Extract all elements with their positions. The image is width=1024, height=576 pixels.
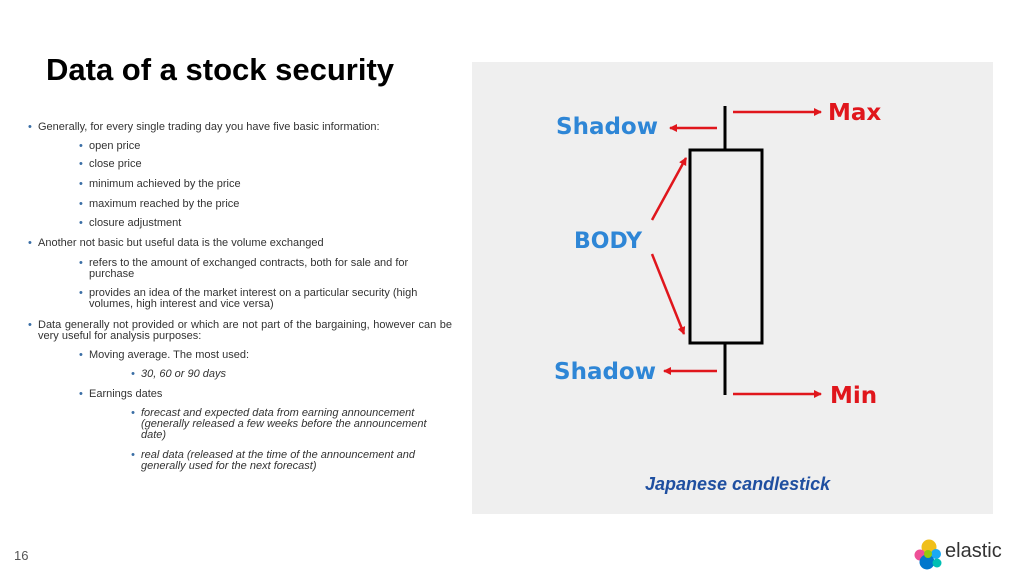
bullet-item: provides an idea of the market interest … — [79, 288, 449, 310]
candlestick-svg: Shadow BODY Shadow Max Min — [554, 100, 881, 409]
shadow-bottom-label: Shadow — [554, 359, 656, 385]
bullet-item: open price — [79, 141, 454, 153]
bullet-item: real data (released at the time of the a… — [131, 450, 446, 472]
bullet-item: maximum reached by the price — [79, 199, 454, 211]
body-arrow-up — [650, 157, 688, 221]
elastic-logo-icon — [914, 539, 942, 570]
diagram-caption: Japanese candlestick — [645, 474, 831, 494]
elastic-logo: elastic — [912, 538, 1012, 570]
bullet-item: minimum achieved by the price — [79, 179, 454, 191]
bullet-item: refers to the amount of exchanged contra… — [79, 258, 444, 280]
shadow-top-label: Shadow — [556, 114, 658, 140]
bullet-item: closure adjustment — [79, 218, 454, 230]
bullet-item: 30, 60 or 90 days — [131, 369, 454, 381]
elastic-logo-text: elastic — [945, 540, 1002, 562]
bullet-item: Earnings dates — [79, 389, 454, 401]
page-number: 16 — [14, 548, 29, 563]
body-label: BODY — [574, 229, 643, 254]
bullet-item: Generally, for every single trading day … — [28, 122, 454, 134]
bullet-list: Generally, for every single trading day … — [26, 122, 454, 480]
body-arrow-down — [650, 253, 686, 335]
candle-body — [688, 148, 764, 345]
bullet-item: close price — [79, 159, 454, 171]
bullet-item: Another not basic but useful data is the… — [28, 238, 454, 250]
slide-title: Data of a stock security — [46, 52, 395, 87]
bullet-item: Data generally not provided or which are… — [28, 320, 452, 342]
bullet-item: forecast and expected data from earning … — [131, 408, 451, 441]
candlestick-diagram: Shadow BODY Shadow Max Min — [472, 62, 993, 514]
max-label: Max — [828, 100, 881, 126]
bullet-item: Moving average. The most used: — [79, 350, 454, 362]
min-label: Min — [830, 383, 877, 409]
